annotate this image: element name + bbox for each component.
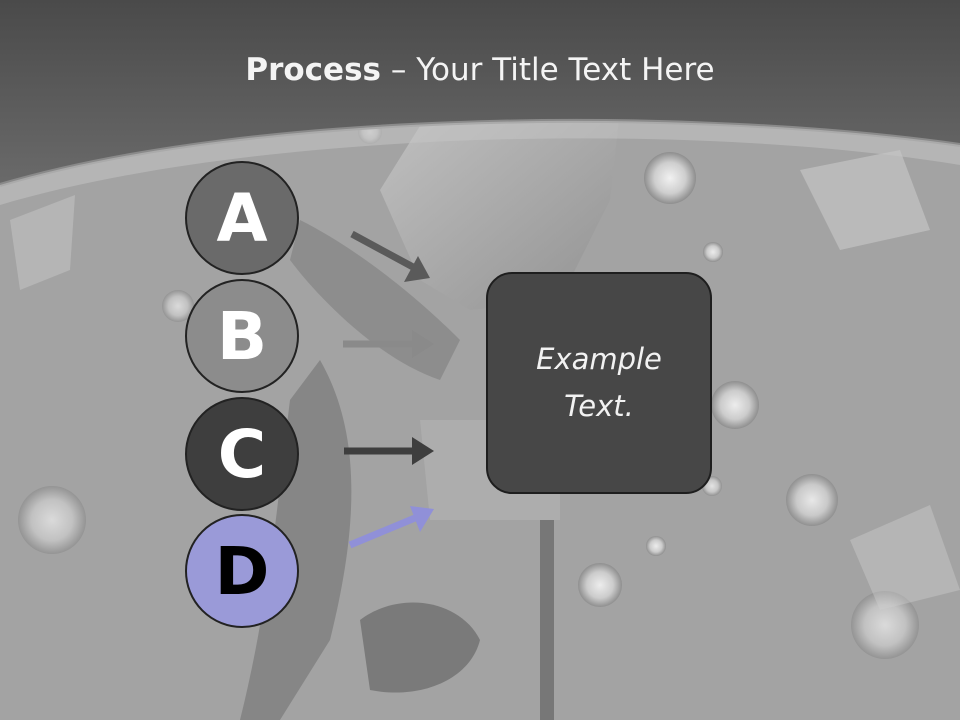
arrow-d bbox=[348, 506, 434, 549]
step-d-circle: D bbox=[185, 514, 299, 628]
step-b-circle: B bbox=[185, 279, 299, 393]
arrow-b bbox=[343, 330, 434, 358]
slide-title: Process – Your Title Text Here bbox=[0, 52, 960, 88]
step-c-label: C bbox=[217, 415, 267, 493]
step-a-label: A bbox=[216, 179, 268, 257]
arrow-c bbox=[344, 437, 434, 465]
title-bold: Process bbox=[245, 52, 381, 88]
step-d-label: D bbox=[214, 532, 270, 610]
arrow-a bbox=[350, 230, 430, 282]
step-c-circle: C bbox=[185, 397, 299, 511]
example-text: Example Text. bbox=[536, 342, 662, 423]
title-rest: – Your Title Text Here bbox=[381, 52, 715, 88]
example-text-box: Example Text. bbox=[486, 272, 712, 494]
step-b-label: B bbox=[216, 297, 268, 375]
step-a-circle: A bbox=[185, 161, 299, 275]
